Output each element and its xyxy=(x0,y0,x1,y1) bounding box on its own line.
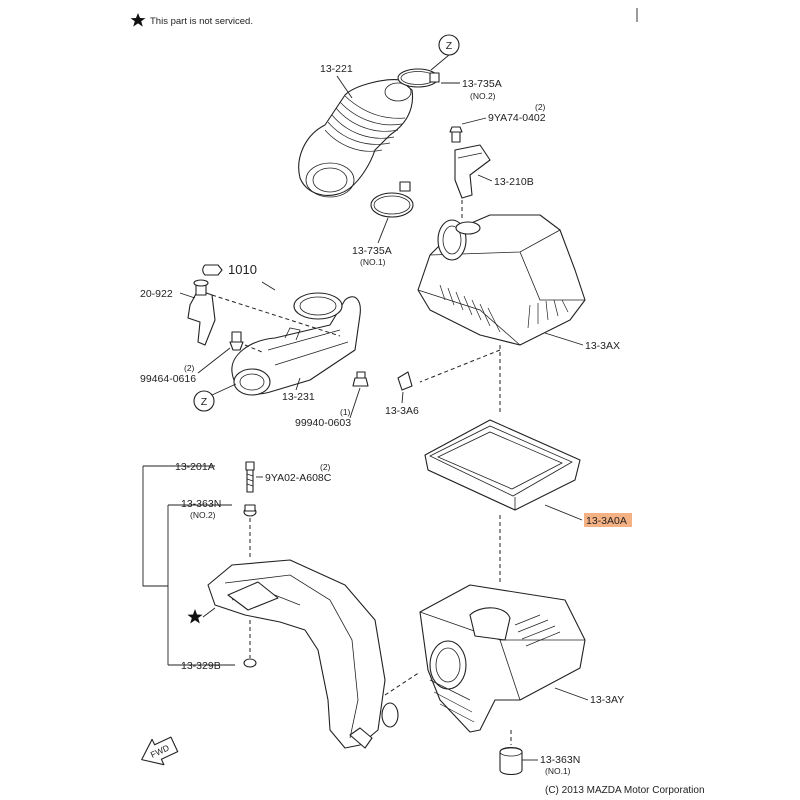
upper-case-13-3AX xyxy=(417,214,586,346)
svg-text:Z: Z xyxy=(446,40,453,52)
label-9YA02-qty: (2) xyxy=(320,462,331,472)
pipe-icon xyxy=(202,264,223,276)
label-13-363N-no2-qty: (NO.2) xyxy=(190,510,216,520)
label-13-363N-no1-qty: (NO.1) xyxy=(545,766,571,776)
filter-13-3A0A xyxy=(424,419,581,511)
label-9YA74-0402: 9YA74-0402 xyxy=(488,112,546,124)
label-9YA02-A608C: 9YA02-A608C xyxy=(265,472,332,484)
label-13-221: 13-221 xyxy=(320,63,353,75)
clip-13-3A6 xyxy=(397,371,413,391)
label-13-363N-no2: 13-363N xyxy=(181,498,221,510)
label-99464-0616: 99464-0616 xyxy=(140,373,196,385)
snorkel-13-201A xyxy=(207,559,399,749)
lower-case-13-3AY xyxy=(419,584,586,733)
bracket-20-922 xyxy=(187,279,216,346)
label-13-210B: 13-210B xyxy=(494,176,534,188)
label-13-3A6: 13-3A6 xyxy=(385,405,419,417)
highlight-13-3A0A xyxy=(584,513,632,527)
bolt-99464-0616 xyxy=(229,331,244,351)
label-20-922: 20-922 xyxy=(140,288,173,300)
star-icon xyxy=(130,13,146,27)
callout-1010: 1010 xyxy=(202,262,257,277)
label-13-231: 13-231 xyxy=(282,391,315,403)
label-13-735A-no1: 13-735A xyxy=(352,245,392,257)
label-13-363N-no1: 13-363N xyxy=(540,754,580,766)
label-13-201A: 13-201A xyxy=(175,461,215,473)
label-13-3A0A[interactable]: 13-3A0A xyxy=(586,515,627,527)
grommet-13-363N-no2 xyxy=(243,504,257,517)
svg-text:Z: Z xyxy=(201,396,208,408)
label-99940-0603: 99940-0603 xyxy=(295,417,351,429)
label-13-3AY: 13-3AY xyxy=(590,694,624,706)
dash-bracket xyxy=(211,294,341,337)
bolt-9YA02-A608C xyxy=(245,461,255,493)
fwd-arrow-icon: FWD xyxy=(141,736,179,766)
svg-text:1010: 1010 xyxy=(228,262,257,277)
dash-bolt xyxy=(244,344,263,353)
grommet-13-329B xyxy=(243,658,257,668)
label-9YA74-qty: (2) xyxy=(535,102,546,112)
header-note-text: This part is not serviced. xyxy=(150,16,253,27)
leader-star xyxy=(202,607,216,618)
duct-13-231 xyxy=(231,292,361,396)
star-icon xyxy=(187,609,203,624)
bolt-99940-0603 xyxy=(352,371,369,387)
clamp-13-735A-no2 xyxy=(397,68,440,88)
label-13-735A-no2: 13-735A xyxy=(462,78,502,90)
sensor-13-210B xyxy=(449,126,491,199)
copyright-text: (C) 2013 MAZDA Motor Corporation xyxy=(545,785,705,796)
label-99464-qty: (2) xyxy=(184,363,195,373)
callout-z-left: Z xyxy=(193,383,237,412)
grommet-13-363N-no1 xyxy=(499,746,523,776)
bracket-13-201A xyxy=(142,466,168,587)
header-note: This part is not serviced. xyxy=(130,13,253,27)
label-13-735A-no2-qty: (NO.2) xyxy=(470,91,496,101)
label-99940-qty: (1) xyxy=(340,407,351,417)
callout-z-top: Z xyxy=(430,34,460,71)
dash-snorkel-lower xyxy=(384,671,421,696)
label-13-735A-no1-qty: (NO.1) xyxy=(360,257,386,267)
arrow-1010 xyxy=(261,281,276,291)
clamp-13-735A-no1 xyxy=(370,181,414,218)
label-13-329B: 13-329B xyxy=(181,660,221,672)
dash-upper-to-clip xyxy=(419,349,501,383)
label-13-3AX: 13-3AX xyxy=(585,340,620,352)
intake-hose-13-221 xyxy=(298,79,414,198)
